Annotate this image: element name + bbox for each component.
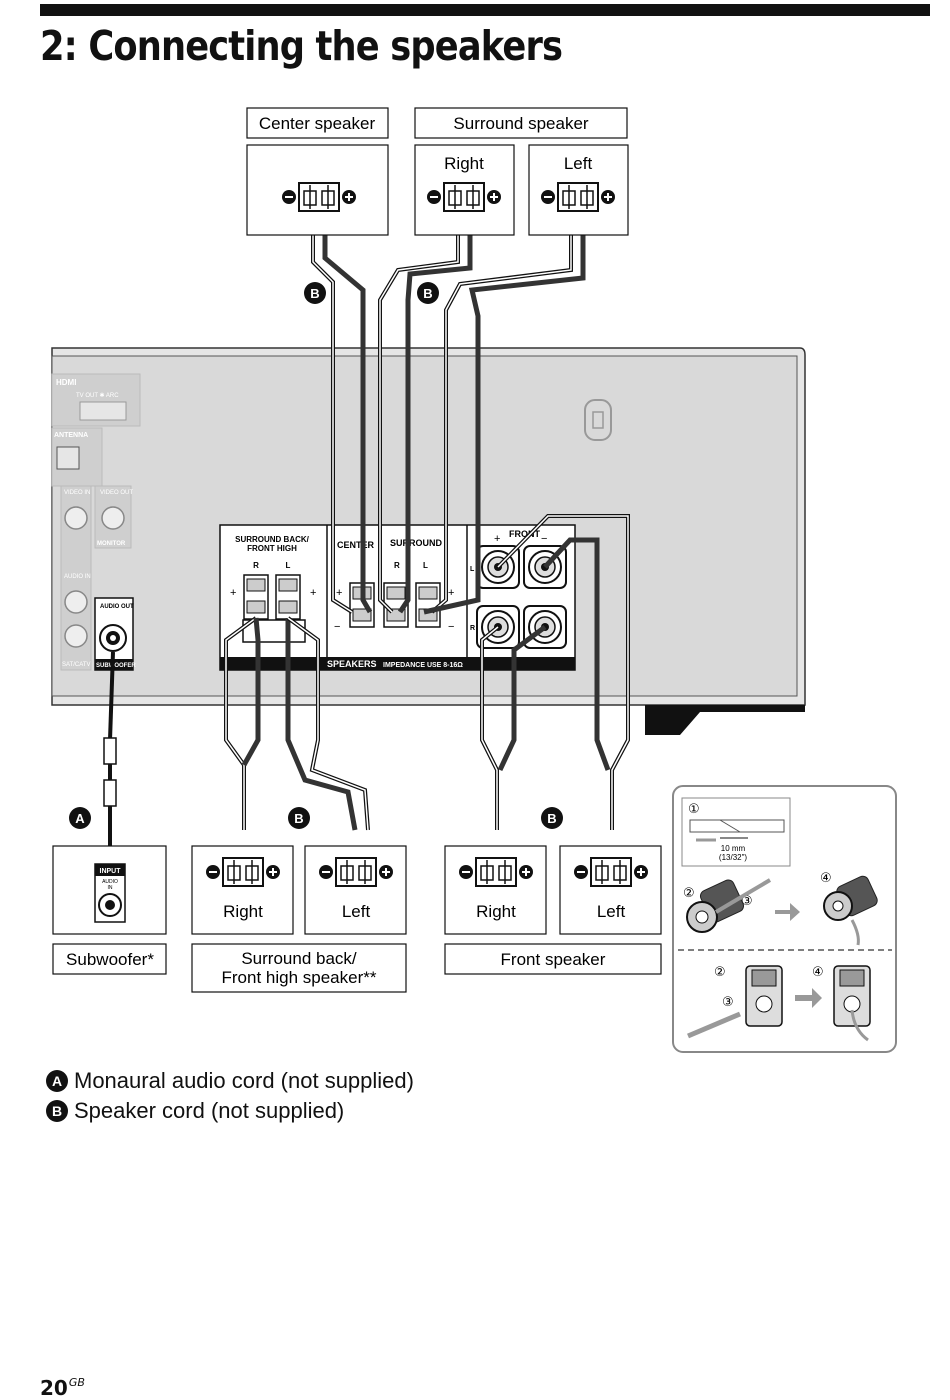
inset-step-4b: ④ <box>812 964 824 979</box>
wiring-steps-inset: ① 10 mm (13/32") ② ③ ④ ② ③ ④ <box>672 785 897 1053</box>
badge-a-subwoofer: A <box>69 807 91 829</box>
legend-item-b: B Speaker cord (not supplied) <box>46 1098 344 1124</box>
subwoofer: INPUT AUDIO IN Subwoofer* <box>52 845 167 975</box>
speakers-label: SPEAKERS <box>327 659 377 669</box>
surround-back-speakers: Right Left Surround back/ Front high spe… <box>191 845 407 993</box>
tv-out-arc-label: TV OUT ✱ ARC <box>76 392 119 399</box>
svg-text:+: + <box>336 587 342 599</box>
inset-strip-length: 10 mm <box>721 844 746 853</box>
front-terminal-label: FRONT <box>509 529 540 539</box>
svg-text:B: B <box>547 811 556 826</box>
surround-back-left-label: Left <box>342 902 371 921</box>
impedance-label: IMPEDANCE USE 8-16Ω <box>383 662 463 669</box>
sat-catv-label: SAT/CATV <box>62 662 90 668</box>
badge-b-front: B <box>541 807 563 829</box>
svg-text:+: + <box>448 587 454 599</box>
center-speaker-label: Center speaker <box>259 114 376 133</box>
sub-in-label: IN <box>108 885 113 891</box>
sb-r-label: R <box>253 561 259 570</box>
inset-step-2b: ② <box>714 964 726 979</box>
svg-text:B: B <box>423 286 432 301</box>
sub-audio-label: AUDIO <box>102 879 118 885</box>
legend-badge-b: B <box>46 1100 68 1122</box>
front-r-label: R <box>470 625 475 632</box>
badge-b-center: B <box>304 282 326 304</box>
page-number-suffix: GB <box>68 1376 85 1389</box>
surround-l-label: L <box>423 561 428 570</box>
monitor-label: MONITOR <box>97 541 126 547</box>
center-speaker: Center speaker <box>246 107 389 236</box>
antenna-label: ANTENNA <box>54 432 88 439</box>
badge-b-surround: B <box>417 282 439 304</box>
speaker-cables <box>103 228 630 880</box>
surround-back-label-2: Front high speaker** <box>222 968 377 987</box>
legend-item-a: A Monaural audio cord (not supplied) <box>46 1068 414 1094</box>
front-speakers: Right Left Front speaker <box>444 845 662 975</box>
cable-badges: B B A B B <box>69 282 563 829</box>
svg-text:+: + <box>310 587 316 599</box>
sub-input-label: INPUT <box>100 868 122 875</box>
surround-back-front-high-label-2: FRONT HIGH <box>247 544 297 553</box>
svg-text:−: − <box>448 621 454 633</box>
legend-text-a: Monaural audio cord (not supplied) <box>74 1068 414 1093</box>
sb-l-label: L <box>286 561 291 570</box>
surround-left-label: Left <box>564 154 593 173</box>
top-rule <box>40 4 930 16</box>
front-right-label: Right <box>476 902 516 921</box>
inset-step-4a: ④ <box>820 870 832 885</box>
front-left-label: Left <box>597 902 626 921</box>
front-l-label: L <box>470 566 475 573</box>
svg-text:+: + <box>230 587 236 599</box>
svg-text:−: − <box>334 621 340 633</box>
video-in-label: VIDEO IN <box>64 490 90 496</box>
surround-back-front-high-label-1: SURROUND BACK/ <box>235 535 310 544</box>
surround-speaker-label: Surround speaker <box>453 114 588 133</box>
svg-text:+: + <box>494 533 500 545</box>
badge-b-surround-back: B <box>288 807 310 829</box>
inset-step-3a: ③ <box>741 893 753 908</box>
inset-step-2a: ② <box>683 885 695 900</box>
inset-step-1: ① <box>688 801 700 816</box>
surround-back-label-1: Surround back/ <box>241 949 357 968</box>
page-title: 2: Connecting the speakers <box>40 22 563 70</box>
legend-badge-a: A <box>46 1070 68 1092</box>
svg-text:A: A <box>75 811 85 826</box>
legend-text-b: Speaker cord (not supplied) <box>74 1098 345 1123</box>
receiver-rear-panel: HDMI TV OUT ✱ ARC ANTENNA VIDEO IN AUDIO… <box>51 347 806 735</box>
surround-back-right-label: Right <box>223 902 263 921</box>
hdmi-label: HDMI <box>56 378 76 387</box>
page-number-value: 20 <box>40 1376 68 1400</box>
svg-text:B: B <box>310 286 319 301</box>
inset-step-3b: ③ <box>722 994 734 1009</box>
subwoofer-jack-label: SUBWOOFER <box>96 663 136 669</box>
surround-terminal-label: SURROUND <box>390 538 443 548</box>
audio-out-label: AUDIO OUT <box>100 604 134 610</box>
subwoofer-label: Subwoofer* <box>66 950 154 969</box>
center-terminal-label: CENTER <box>337 540 375 550</box>
surround-right-label: Right <box>444 154 484 173</box>
svg-text:B: B <box>294 811 303 826</box>
audio-in-label: AUDIO IN <box>64 574 91 580</box>
surround-speakers: Surround speaker Right Left <box>414 107 629 236</box>
inset-strip-length-inch: (13/32") <box>719 853 748 862</box>
video-out-label: VIDEO OUT <box>100 490 133 496</box>
svg-text:−: − <box>541 533 547 545</box>
surround-r-label: R <box>394 561 400 570</box>
front-speaker-label: Front speaker <box>501 950 606 969</box>
page-number: 20GB <box>40 1376 85 1400</box>
